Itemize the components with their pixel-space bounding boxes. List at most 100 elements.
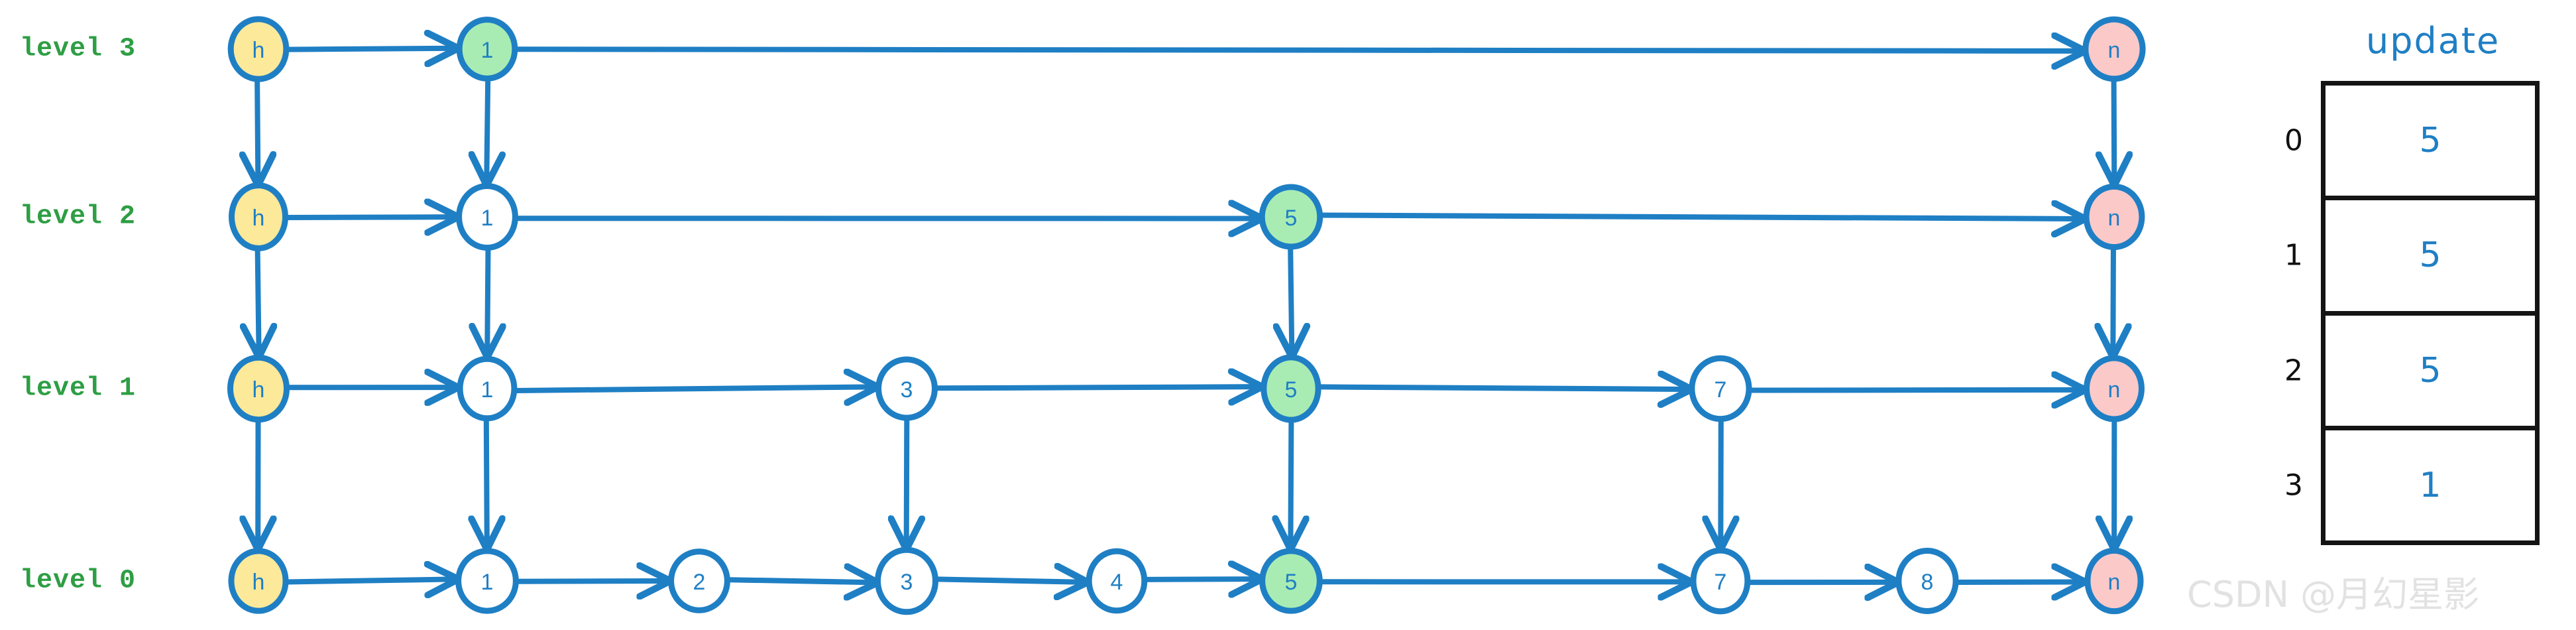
down-pointer [1290, 246, 1292, 354]
forward-pointer-level0 [1143, 579, 1259, 580]
node-shape [1690, 547, 1751, 615]
node-label: h [252, 570, 265, 595]
node-8-level0[interactable]: 8 [1895, 548, 1959, 614]
down-pointer [258, 246, 259, 354]
node-shape [2083, 183, 2145, 251]
node-label: 2 [693, 570, 706, 595]
update-row-value: 1 [2419, 465, 2441, 505]
update-row-index: 0 [2284, 123, 2303, 158]
update-row-index: 1 [2284, 238, 2303, 273]
node-shape [227, 354, 290, 423]
level-label-level-2: level 2 [20, 202, 137, 232]
forward-pointer-level1 [1317, 387, 1689, 389]
node-h-level1[interactable]: h [227, 354, 290, 423]
forward-pointer-level3 [514, 49, 2082, 51]
node-2-level0[interactable]: 2 [668, 548, 730, 613]
node-shape [229, 182, 288, 251]
node-label: n [2108, 570, 2121, 595]
node-h-level3[interactable]: h [227, 16, 290, 82]
node-shape [874, 546, 939, 615]
node-shape [227, 16, 290, 82]
level-label-level-1: level 1 [20, 373, 137, 404]
node-4-level0[interactable]: 4 [1086, 548, 1148, 614]
node-7-level0[interactable]: 7 [1690, 547, 1751, 615]
node-h-level0[interactable]: h [228, 548, 289, 614]
forward-pointer-level1 [514, 387, 875, 391]
node-label: 1 [481, 570, 494, 595]
node-label: 1 [481, 377, 494, 403]
node-label: 8 [1921, 570, 1934, 595]
node-label: 7 [1714, 377, 1727, 403]
forward-pointer-level0 [285, 579, 455, 582]
node-label: 3 [901, 570, 913, 595]
node-shape [1689, 355, 1752, 422]
node-label: 1 [481, 38, 494, 63]
update-row-index: 3 [2284, 468, 2303, 503]
node-label: 4 [1111, 570, 1123, 595]
node-5-level1[interactable]: 5 [1260, 354, 1321, 423]
node-1-level0[interactable]: 1 [455, 548, 519, 614]
node-shape [875, 356, 938, 421]
node-7-level1[interactable]: 7 [1689, 355, 1752, 422]
node-shape [456, 17, 518, 82]
node-shape [455, 548, 519, 614]
node-n-level2[interactable]: n [2083, 183, 2145, 251]
level-label-level-3: level 3 [20, 34, 137, 64]
node-shape [1895, 548, 1959, 614]
down-pointer [487, 246, 488, 354]
node-1-level3[interactable]: 1 [456, 17, 518, 82]
forward-pointer-level2 [1317, 215, 2082, 219]
node-3-level0[interactable]: 3 [874, 546, 939, 615]
forward-pointer-level0 [726, 580, 875, 582]
node-shape [2084, 355, 2145, 422]
node-1-level1[interactable]: 1 [457, 355, 518, 422]
down-pointer [2114, 78, 2115, 182]
node-label: h [252, 38, 265, 63]
node-1-level2[interactable]: 1 [456, 183, 518, 251]
node-shape [2084, 547, 2144, 615]
forward-pointer-level0 [933, 579, 1085, 582]
forward-pointer-level3 [285, 48, 455, 50]
node-shape [1086, 548, 1148, 614]
node-n-level1[interactable]: n [2084, 355, 2145, 422]
edges-layer [257, 48, 2114, 583]
down-pointer [1290, 418, 1291, 546]
node-label: 5 [1285, 377, 1298, 403]
node-n-level0[interactable]: n [2084, 547, 2144, 615]
watermark: CSDN @月幻星影 [2187, 574, 2480, 615]
node-label: n [2108, 377, 2121, 403]
node-label: n [2108, 38, 2121, 63]
update-row-value: 5 [2419, 350, 2441, 391]
node-label: n [2108, 206, 2121, 231]
node-5-level0[interactable]: 5 [1259, 548, 1323, 614]
node-label: 5 [1285, 206, 1298, 231]
forward-pointer-level0 [514, 581, 667, 582]
down-pointer [486, 418, 487, 546]
node-shape [1260, 354, 1321, 423]
node-shape [457, 355, 518, 422]
node-label: h [252, 377, 265, 403]
node-3-level1[interactable]: 3 [875, 356, 938, 421]
update-row-value: 5 [2419, 235, 2441, 276]
node-label: 5 [1285, 570, 1298, 595]
node-shape [668, 548, 730, 613]
node-h-level2[interactable]: h [229, 182, 288, 251]
node-n-level3[interactable]: n [2082, 16, 2146, 82]
forward-pointer-level2 [285, 217, 455, 218]
node-5-level2[interactable]: 5 [1259, 184, 1323, 250]
update-row-value: 5 [2419, 121, 2441, 161]
node-label: 7 [1714, 570, 1727, 595]
node-shape [1259, 184, 1323, 250]
down-pointer [257, 78, 258, 182]
node-shape [456, 183, 518, 251]
forward-pointer-level1 [933, 387, 1259, 388]
forward-pointer-level1 [1747, 390, 2082, 391]
nodes-layer: h 1 n h 1 5 n h 1 3 5 7 n h 1 2 3 4 5 7 8 n [227, 16, 2146, 615]
